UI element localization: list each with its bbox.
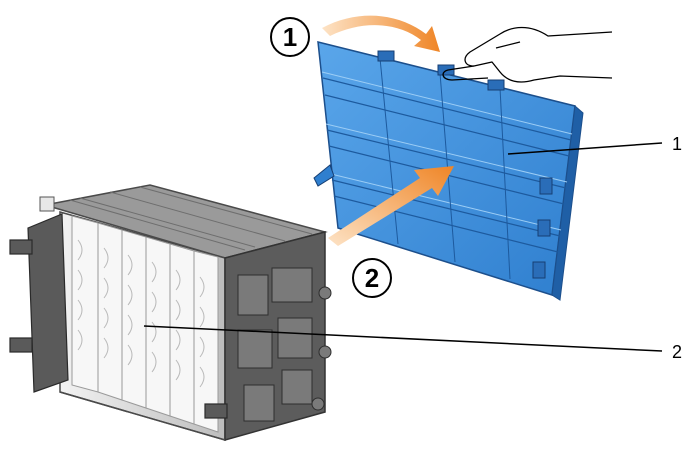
unit-side-gears	[237, 267, 332, 422]
step-2-label: 2	[365, 263, 379, 293]
callout-1-number: 1	[672, 134, 682, 154]
unit-top-ribs	[69, 199, 246, 251]
step-1-label: 1	[283, 22, 297, 52]
hand-icon	[442, 26, 613, 83]
callout-2: 2	[143, 325, 682, 362]
step-2-badge: 2	[352, 258, 392, 298]
arrow-2-icon	[328, 166, 454, 246]
callout-2-leader	[143, 325, 663, 352]
callout-1: 1	[507, 134, 682, 155]
panel-left-clip	[313, 164, 335, 187]
callout-2-number: 2	[672, 342, 682, 362]
callout-1-leader	[507, 142, 663, 155]
panel-right-edge	[551, 105, 584, 301]
unit-top-rail	[39, 196, 55, 212]
unit-left-handle	[9, 213, 228, 419]
printer-unit	[9, 184, 332, 441]
arrow-1-icon	[322, 15, 440, 52]
step-1-badge: 1	[270, 17, 310, 57]
panel-ribs	[322, 77, 572, 253]
unit-slot-bumps	[77, 239, 205, 388]
